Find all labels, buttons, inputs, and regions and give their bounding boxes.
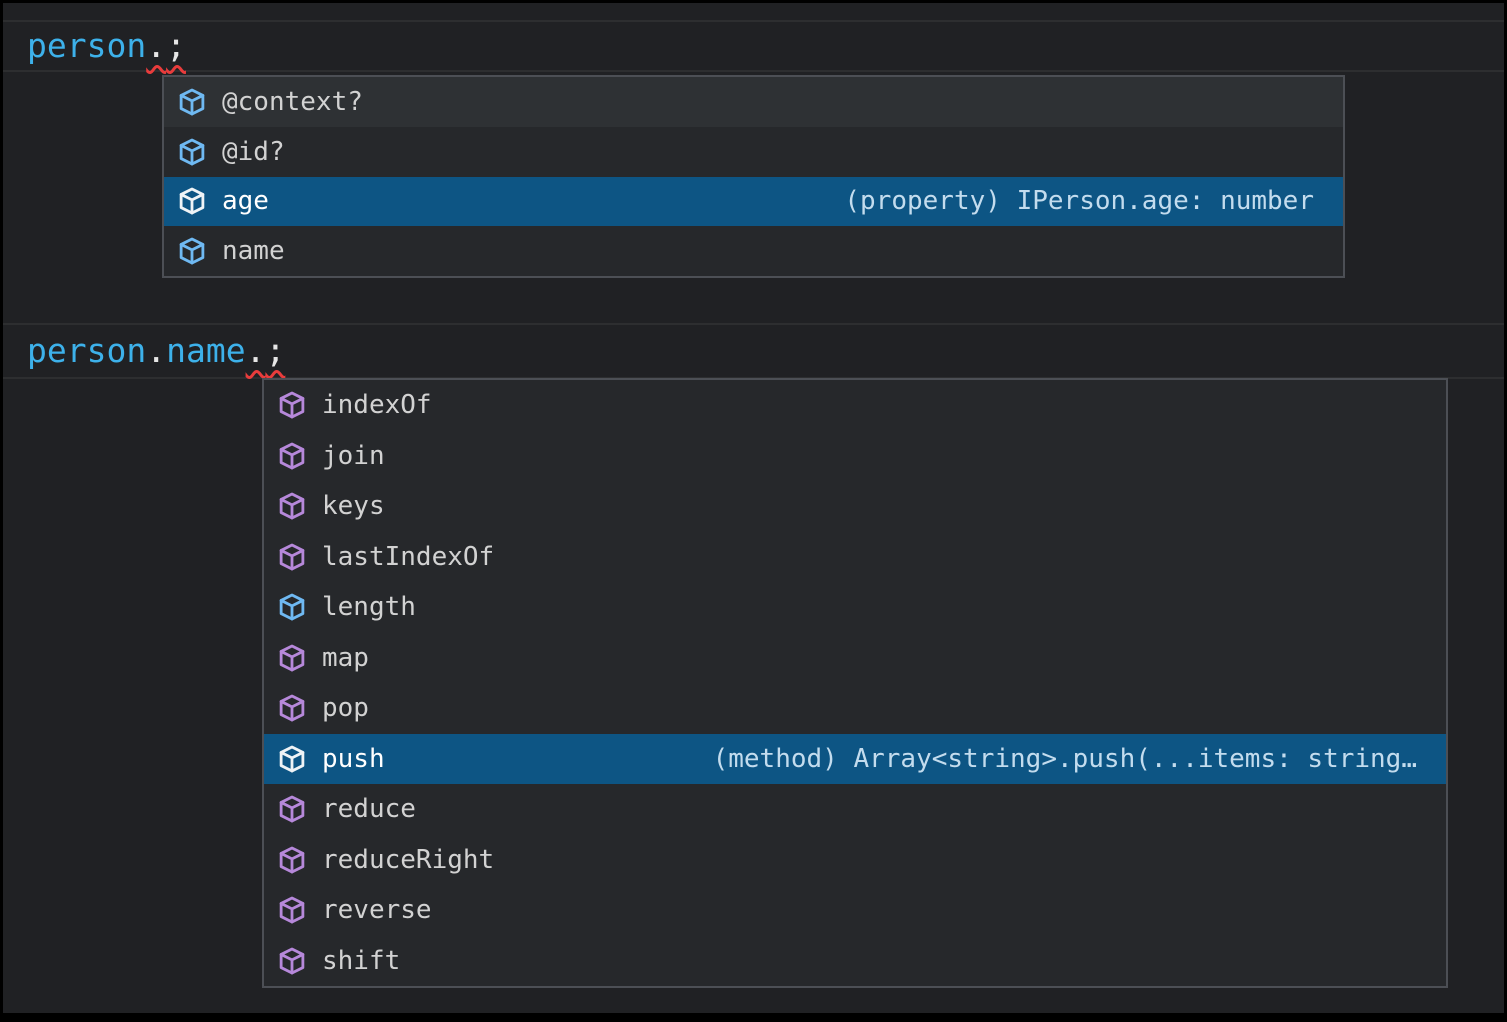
symbol-method-icon bbox=[277, 845, 307, 875]
code-token-error: ; bbox=[166, 26, 186, 65]
symbol-method-icon bbox=[277, 542, 307, 572]
code-token: name bbox=[166, 331, 246, 370]
suggest-item-label: pop bbox=[322, 693, 369, 724]
suggest-item-label: reduceRight bbox=[322, 844, 495, 875]
symbol-field-icon bbox=[177, 137, 207, 167]
code-token-error: ; bbox=[265, 331, 286, 370]
suggest-item-label: join bbox=[322, 440, 385, 471]
code-token-error: . bbox=[146, 26, 167, 65]
suggest-item-detail: (property) IPerson.age: number bbox=[844, 186, 1314, 217]
suggest-item-age[interactable]: age (property) IPerson.age: number bbox=[164, 176, 1343, 227]
symbol-method-icon bbox=[277, 491, 307, 521]
suggest-item-label: lastIndexOf bbox=[322, 541, 495, 572]
suggest-item-label: map bbox=[322, 642, 369, 673]
symbol-method-icon bbox=[277, 441, 307, 471]
symbol-field-icon bbox=[177, 186, 207, 216]
suggest-item-label: name bbox=[222, 236, 285, 267]
suggest-item-label: length bbox=[322, 592, 416, 623]
suggest-item-label: push bbox=[322, 743, 385, 774]
symbol-method-icon bbox=[277, 390, 307, 420]
symbol-method-icon bbox=[277, 643, 307, 673]
suggest-item-label: keys bbox=[322, 491, 385, 522]
suggest-item-shift[interactable]: shift bbox=[264, 936, 1446, 987]
code-token-error: . bbox=[245, 331, 266, 370]
symbol-method-icon bbox=[277, 895, 307, 925]
suggest-item-lastindexof[interactable]: lastIndexOf bbox=[264, 532, 1446, 583]
symbol-method-icon bbox=[277, 946, 307, 976]
suggest-item-pop[interactable]: pop bbox=[264, 683, 1446, 734]
suggest-item-reduce[interactable]: reduce bbox=[264, 784, 1446, 835]
suggest-item-reduceright[interactable]: reduceRight bbox=[264, 835, 1446, 886]
code-token: . bbox=[146, 331, 167, 370]
suggest-item-id[interactable]: @id? bbox=[164, 127, 1343, 177]
suggest-item-join[interactable]: join bbox=[264, 431, 1446, 482]
suggest-item-label: age bbox=[222, 186, 269, 217]
suggest-item-reverse[interactable]: reverse bbox=[264, 885, 1446, 936]
suggest-item-label: @context? bbox=[222, 86, 363, 117]
symbol-field-icon bbox=[177, 87, 207, 117]
suggest-item-push[interactable]: push (method) Array<string>.push(...items… bbox=[264, 733, 1446, 784]
symbol-method-icon bbox=[277, 693, 307, 723]
code-token: person bbox=[27, 26, 147, 65]
intellisense-popup-1: @context? @id? age (property) IPerson.age: … bbox=[162, 75, 1345, 278]
code-token: person bbox=[27, 331, 147, 370]
symbol-method-icon bbox=[277, 744, 307, 774]
suggest-item-label: shift bbox=[322, 945, 401, 976]
symbol-field-icon bbox=[277, 592, 307, 622]
suggest-item-map[interactable]: map bbox=[264, 633, 1446, 684]
suggest-item-label: reduce bbox=[322, 794, 416, 825]
suggest-item-keys[interactable]: keys bbox=[264, 481, 1446, 532]
intellisense-popup-2: indexOf join keys lastIndexOf length map pop pu… bbox=[262, 378, 1448, 988]
suggest-item-detail: (method) Array<string>.push(...items: st… bbox=[712, 743, 1417, 774]
suggest-item-length[interactable]: length bbox=[264, 582, 1446, 633]
code-line-2[interactable]: person.name.; bbox=[0, 323, 1507, 379]
suggest-item-name[interactable]: name bbox=[164, 226, 1343, 276]
code-line-1[interactable]: person.; bbox=[0, 20, 1507, 72]
symbol-field-icon bbox=[177, 236, 207, 266]
suggest-item-context[interactable]: @context? bbox=[164, 77, 1343, 127]
suggest-item-indexof[interactable]: indexOf bbox=[264, 380, 1446, 431]
suggest-item-label: reverse bbox=[322, 895, 432, 926]
suggest-item-label: @id? bbox=[222, 136, 285, 167]
symbol-method-icon bbox=[277, 794, 307, 824]
suggest-item-label: indexOf bbox=[322, 390, 432, 421]
